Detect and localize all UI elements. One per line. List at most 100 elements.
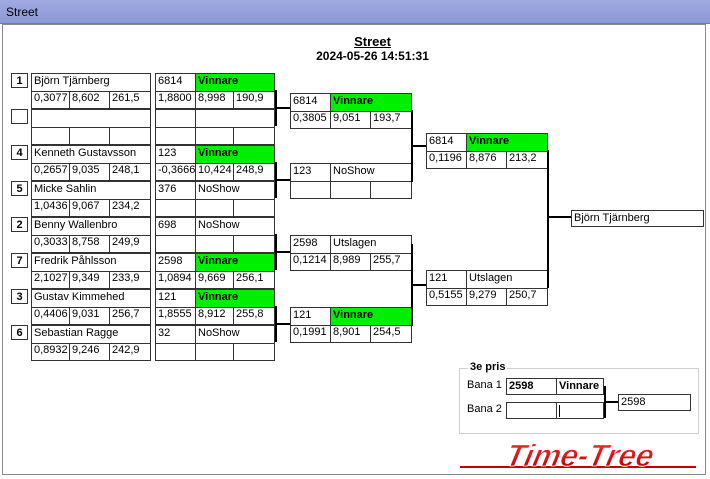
elapsed-time: 9,051 (331, 111, 371, 128)
elapsed-time: 8,758 (70, 235, 110, 252)
heat-status: Vinnare (196, 146, 274, 163)
reaction-time: 0,4406 (32, 307, 70, 324)
connector (411, 110, 413, 182)
car-number: 123 (291, 164, 331, 181)
elapsed-time: 10,424 (196, 163, 234, 180)
car-number: 6814 (427, 134, 467, 151)
driver-name: Fredrik Påhlsson (34, 255, 117, 267)
time-tree-logo: Time-Tree (460, 438, 696, 473)
third-lane1: 2598 Vinnare (506, 378, 604, 395)
connector (549, 216, 571, 218)
reaction-time: 0,5155 (427, 288, 467, 305)
driver-name (32, 110, 150, 127)
elapsed-time (196, 235, 234, 252)
driver-name-row: Sebastian Ragge (32, 326, 150, 344)
driver-entry[interactable] (31, 109, 151, 145)
heat-header-row (156, 110, 274, 128)
reaction-time: 1,0436 (32, 199, 70, 216)
heat-times-row (156, 343, 274, 360)
third-lane1-car: 2598 (507, 379, 557, 394)
connector (277, 179, 290, 181)
reaction-time: 1,8555 (156, 307, 196, 324)
reaction-time (156, 235, 196, 252)
reaction-time: 0,1214 (291, 253, 331, 270)
seed-number: 3 (11, 289, 28, 304)
reaction-time: 0,3805 (291, 111, 331, 128)
third-lane1-status: Vinnare (559, 380, 600, 392)
elapsed-time: 8,602 (70, 91, 110, 108)
top-speed: 255,8 (236, 308, 264, 320)
top-speed (371, 181, 411, 198)
elapsed-time: 9,669 (196, 271, 234, 288)
reaction-time: 0,1991 (291, 325, 331, 342)
driver-name: Gustav Kimmehed (34, 291, 125, 303)
reaction-time (156, 199, 196, 216)
top-speed (234, 343, 274, 360)
heat-status: Utslagen (469, 272, 513, 284)
elapsed-time: 8,912 (196, 307, 234, 324)
third-lane2-status[interactable] (557, 403, 605, 418)
text-cursor (559, 405, 560, 417)
elapsed-time (70, 127, 110, 144)
top-speed (234, 199, 274, 216)
heat-status: Vinnare (467, 134, 547, 151)
connector (277, 323, 290, 325)
connector (547, 150, 549, 288)
heat-times-row (156, 127, 274, 144)
elapsed-time: 9,349 (70, 271, 110, 288)
top-speed: 248,9 (236, 164, 264, 176)
driver-name: Kenneth Gustavsson (34, 147, 137, 159)
driver-name-row: Fredrik Påhlsson (32, 254, 150, 272)
third-place-title: 3e pris (468, 361, 508, 373)
third-place-group (459, 368, 699, 434)
driver-name-row (32, 110, 150, 128)
seed-number: 1 (11, 73, 28, 88)
heat-result[interactable] (155, 109, 275, 145)
top-speed: 255,7 (373, 254, 401, 266)
driver-name-row: Kenneth Gustavsson (32, 146, 150, 164)
connector (606, 401, 618, 403)
car-number: 698 (156, 218, 196, 235)
reaction-time (32, 127, 70, 144)
connector (275, 306, 277, 342)
top-speed (110, 127, 150, 144)
car-number: 123 (156, 146, 196, 163)
reaction-time: 1,8800 (156, 91, 196, 108)
driver-times-row (32, 127, 150, 144)
reaction-time: 0,3033 (32, 235, 70, 252)
connector (275, 90, 277, 126)
top-speed: 190,9 (236, 92, 264, 104)
seed-number: 6 (11, 325, 28, 340)
reaction-time: 0,3077 (32, 91, 70, 108)
heat-status: Vinnare (196, 254, 274, 271)
third-lane2[interactable] (506, 402, 604, 419)
